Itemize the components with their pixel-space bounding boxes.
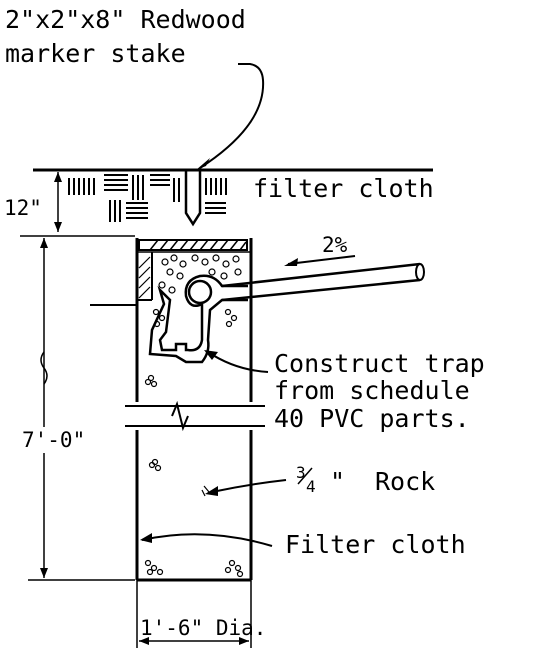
marker-stake [184,171,202,227]
trap-label-line3: 40 PVC parts. [274,404,470,433]
stake-leader-arrowhead [196,158,210,170]
filter-cloth-bottom-label: Filter cloth [285,530,466,559]
soil-hatching [68,174,227,222]
dim-diameter-label: 1'-6" Dia. [140,616,266,640]
dim-12-label: 12" [4,196,42,220]
cover-hatch [149,239,247,251]
filter-cloth-top-label: filter cloth [253,174,434,203]
rock-label: Rock [375,467,435,496]
pvc-trap [148,274,248,364]
cover-slab [138,239,248,251]
stake-label-line1: 2"x2"x8" Redwood [5,5,246,34]
trap-label-line1: Construct trap [274,349,485,378]
break-symbol [171,400,189,432]
stake-leader [199,63,265,169]
slope-label: 2% [322,233,348,257]
filter-cloth-leader [141,533,273,547]
concrete-collar-hatch [138,256,151,299]
trap-fitting [187,279,213,305]
inlet-pipe-end [415,263,425,281]
trap-leader [207,351,269,373]
rock-fraction-numerator: 3 [296,463,306,482]
rock-inch-mark: " [330,467,345,496]
rock-leader [211,479,287,493]
rock-fraction-denominator: 4 [306,477,316,496]
trap-label-line2: from schedule [274,376,470,405]
inlet-pipe [221,262,421,302]
stake-label-line2: marker stake [5,39,186,68]
dim-7ft-label: 7'-0" [22,428,85,452]
